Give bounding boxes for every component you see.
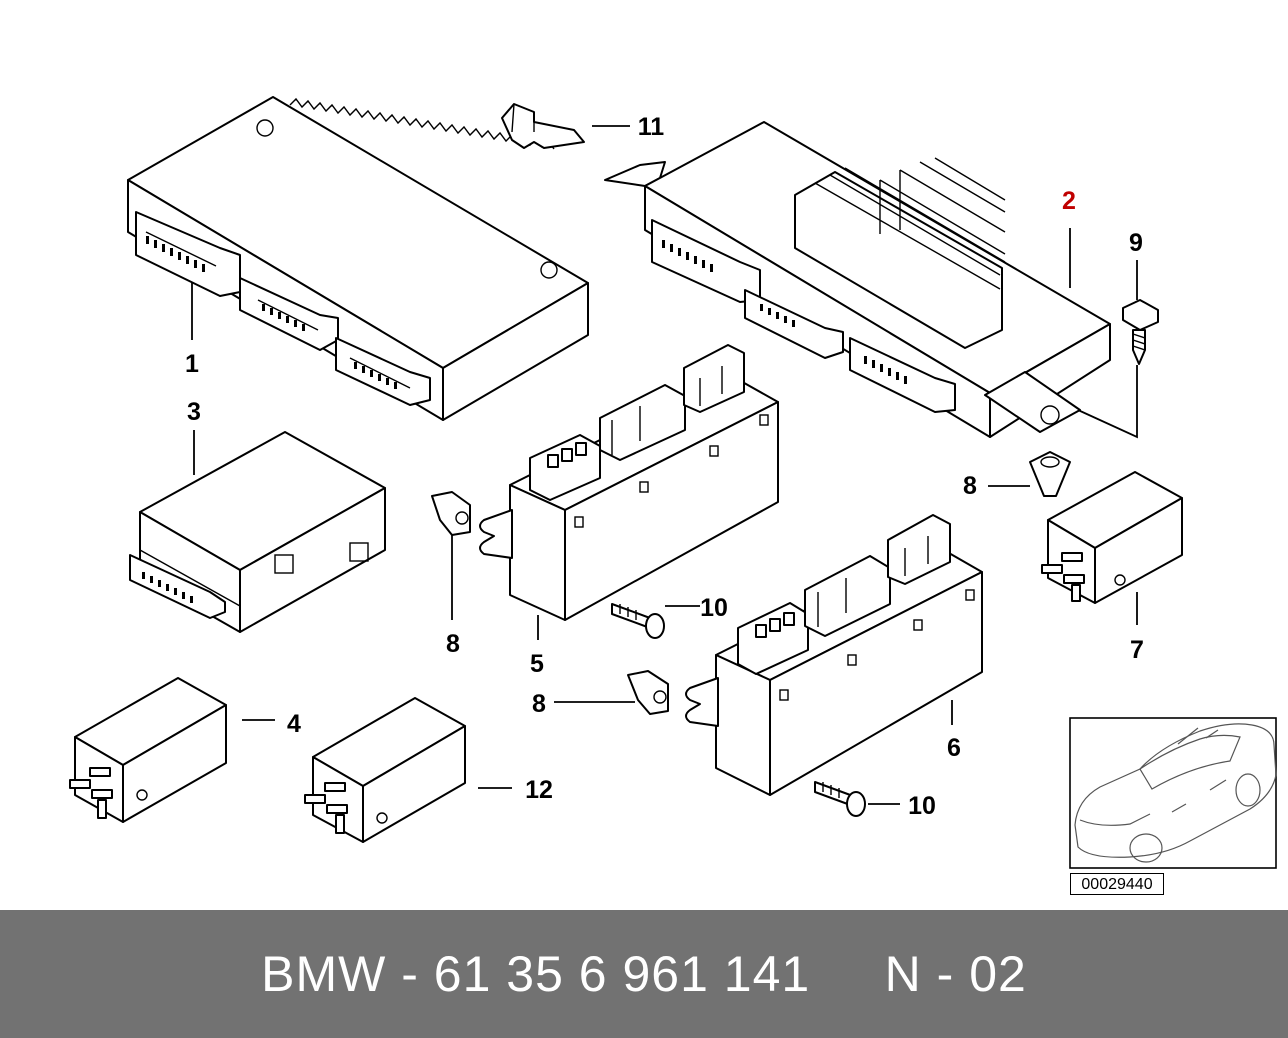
callout-8: 8 (532, 690, 546, 718)
part-8-clip-nut-left[interactable] (431, 491, 471, 536)
callout-1: 1 (185, 350, 199, 378)
part-10-screw-lower[interactable] (814, 781, 866, 817)
part-11-connector-clip[interactable] (501, 103, 585, 149)
callout-11: 11 (638, 113, 665, 141)
callout-10: 10 (908, 792, 936, 820)
callout-7: 7 (1130, 636, 1144, 664)
part-1-control-module[interactable] (127, 96, 589, 421)
callout-4: 4 (287, 710, 301, 738)
callouts: 1 2 3 4 5 6 7 8 8 8 9 10 10 11 12 (185, 113, 1144, 820)
part-6-junction-module[interactable] (685, 514, 983, 796)
callout-5: 5 (530, 650, 544, 678)
callout-6: 6 (947, 734, 961, 762)
callout-9: 9 (1129, 229, 1143, 257)
part-4-relay[interactable] (69, 677, 227, 823)
callout-3: 3 (187, 398, 201, 426)
diagram-code-label: 00029440 (1070, 873, 1164, 895)
part-8-clip-nut-center[interactable] (627, 670, 669, 715)
parts-diagram: 1 2 3 4 5 6 7 8 8 8 9 10 10 11 12 (69, 96, 1277, 869)
callout-12: 12 (525, 776, 553, 804)
leader-lines (191, 125, 1138, 805)
callout-8: 8 (446, 630, 460, 658)
callout-2: 2 (1062, 187, 1076, 215)
part-12-relay[interactable] (304, 697, 466, 843)
callout-10: 10 (700, 594, 728, 622)
part-2-module-heatsink[interactable] (604, 121, 1111, 438)
part-7-relay[interactable] (1041, 471, 1183, 604)
part-8-clip-nut-right[interactable] (1029, 451, 1071, 497)
part-5-junction-module[interactable] (479, 344, 779, 621)
part-10-screw-upper[interactable] (611, 603, 665, 639)
car-outline-icon (1074, 723, 1277, 863)
part-9-screw[interactable] (1122, 299, 1159, 365)
footer-bar: BMW - 61 35 6 961 141 N - 02 (0, 910, 1288, 1038)
callout-8: 8 (963, 472, 977, 500)
inset-panel (1069, 717, 1277, 869)
part-number-text: BMW - 61 35 6 961 141 N - 02 (261, 946, 1027, 1002)
part-3-control-module[interactable] (129, 431, 386, 633)
